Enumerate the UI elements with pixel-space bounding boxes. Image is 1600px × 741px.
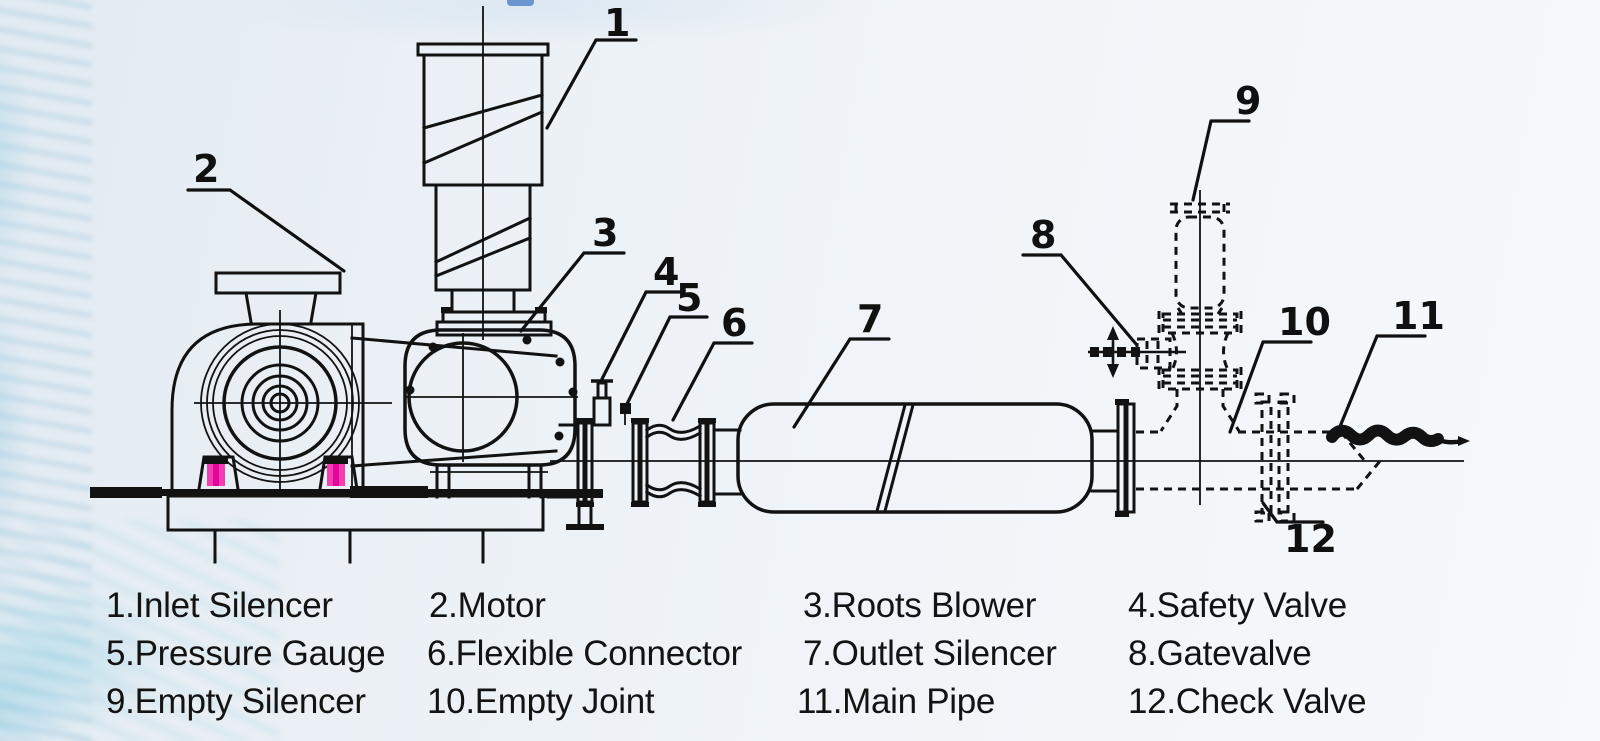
legend-item-11: 11.Main Pipe	[797, 682, 996, 721]
check-valve	[1254, 392, 1296, 523]
callout-number-6: 6	[721, 301, 747, 345]
legend-item-10: 10.Empty Joint	[427, 682, 655, 721]
legend-item-9: 9.Empty Silencer	[106, 682, 366, 721]
safety-valve	[591, 379, 613, 427]
callout-number-2: 2	[193, 147, 219, 191]
outlet-silencer	[736, 399, 1136, 517]
callout-leader-7	[792, 337, 891, 429]
callout-leader-9	[1191, 119, 1251, 202]
callout-number-1: 1	[604, 1, 630, 45]
legend-item-3: 3.Roots Blower	[803, 586, 1037, 625]
legend-item-12: 12.Check Valve	[1128, 682, 1367, 721]
callout-leader-10	[1228, 340, 1313, 434]
legend-item-4: 4.Safety Valve	[1128, 586, 1347, 625]
base-frame	[90, 486, 603, 564]
legend-item-5: 5.Pressure Gauge	[106, 634, 386, 673]
gate-valve-handwheel	[1088, 326, 1186, 378]
callout-number-11: 11	[1392, 294, 1445, 338]
legend-item-8: 8.Gatevalve	[1128, 634, 1312, 673]
callout-leader-8	[1021, 253, 1138, 346]
gate-valve	[1088, 311, 1243, 392]
outlet-flange	[1115, 399, 1136, 517]
callout-number-7: 7	[857, 297, 883, 341]
empty-silencer	[1170, 190, 1230, 505]
legend-item-2: 2.Motor	[429, 586, 546, 625]
motor-foot-right	[318, 455, 359, 491]
callout-leader-4	[600, 290, 686, 381]
callout-leader-12	[1261, 501, 1325, 524]
callout-number-5: 5	[676, 276, 702, 320]
legend-item-1: 1.Inlet Silencer	[106, 586, 333, 625]
legend-item-7: 7.Outlet Silencer	[803, 634, 1057, 673]
legend-item-6: 6.Flexible Connector	[427, 634, 742, 673]
callout-number-4: 4	[653, 250, 679, 294]
main-pipe	[550, 389, 1464, 491]
discharge-flange	[566, 418, 604, 530]
pipe-break-scribble	[1326, 424, 1470, 448]
callout-leader-2	[186, 188, 346, 273]
callout-number-3: 3	[592, 211, 618, 255]
inlet-silencer	[416, 6, 553, 340]
flexible-connector	[631, 418, 742, 507]
callout-number-9: 9	[1235, 79, 1261, 123]
motor-foot-left	[197, 455, 240, 491]
callout-number-8: 8	[1030, 213, 1056, 257]
motor	[170, 271, 558, 497]
cropped-blue-text-fragment	[507, 0, 534, 6]
callout-number-10: 10	[1278, 300, 1331, 344]
empty-joint-tee	[1159, 389, 1241, 432]
callout-leader-1	[545, 38, 638, 130]
callout-leader-11	[1337, 334, 1427, 431]
pressure-gauge	[620, 403, 631, 425]
callout-leader-5	[625, 315, 709, 406]
roots-blower	[403, 328, 604, 530]
callout-number-12: 12	[1284, 517, 1337, 561]
callout-leader-3	[519, 251, 626, 333]
callout-leader-6	[671, 341, 754, 422]
